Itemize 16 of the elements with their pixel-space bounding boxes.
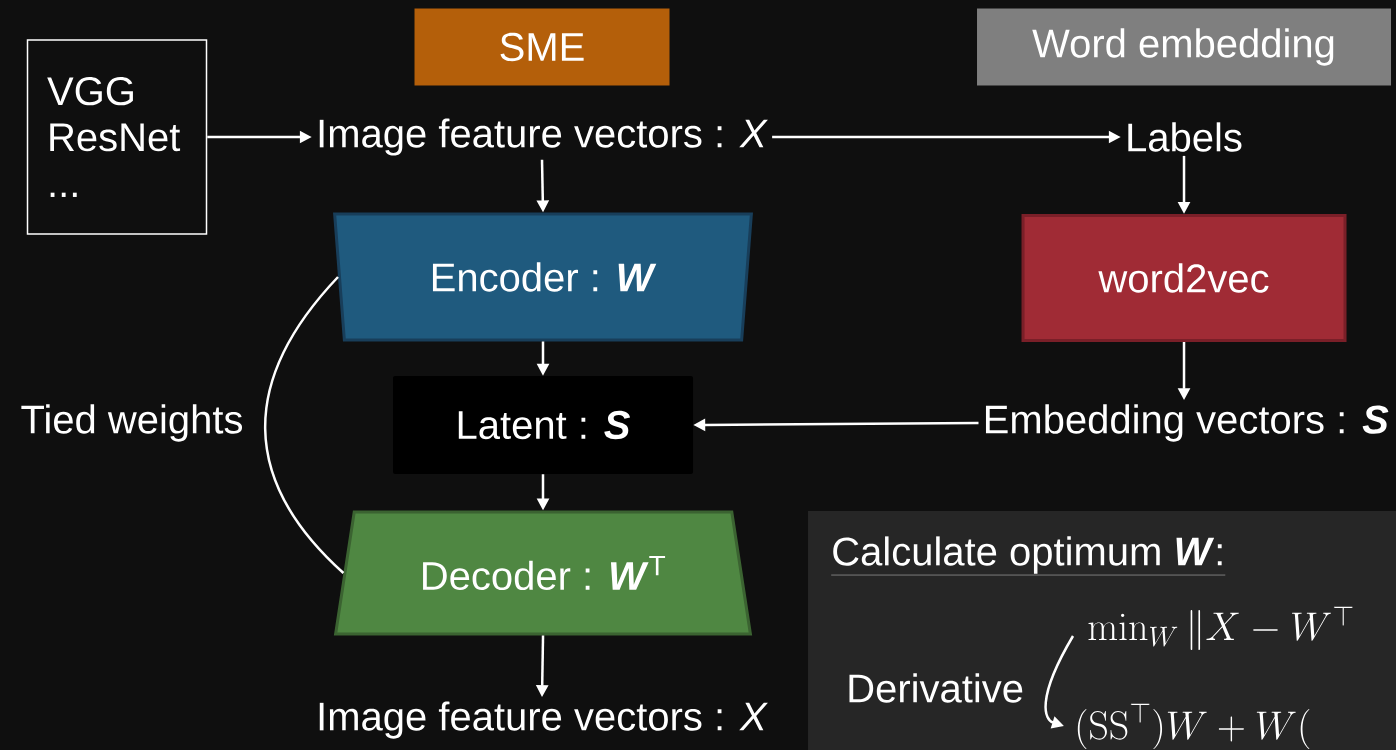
node-text: Labels bbox=[1128, 122, 1242, 152]
edge-label: Derivative bbox=[849, 673, 1023, 703]
process-box: word2vec bbox=[1021, 214, 1347, 342]
node-text: Image feature vectors : X bbox=[319, 701, 768, 739]
arrow bbox=[1044, 635, 1075, 729]
node-text: Embedding vectors : S bbox=[985, 404, 1389, 442]
method-box: Word embedding bbox=[977, 8, 1391, 86]
latent-box: Latent : S bbox=[393, 376, 693, 474]
node-text: Image feature vectors : X bbox=[319, 118, 768, 156]
model-box: VGG ResNet ... bbox=[26, 39, 208, 235]
edge-label: Tied weights bbox=[21, 404, 242, 442]
method-box: SME bbox=[414, 8, 670, 86]
connector-arc bbox=[263, 276, 345, 574]
formula: $(\mathrm{SS}^{\top})W + W($ bbox=[1077, 703, 1310, 749]
encoder-trapezoid: Encoder : W bbox=[333, 212, 753, 342]
formula: $\min_{W} \|X - W^{\top}$ bbox=[1088, 606, 1353, 650]
